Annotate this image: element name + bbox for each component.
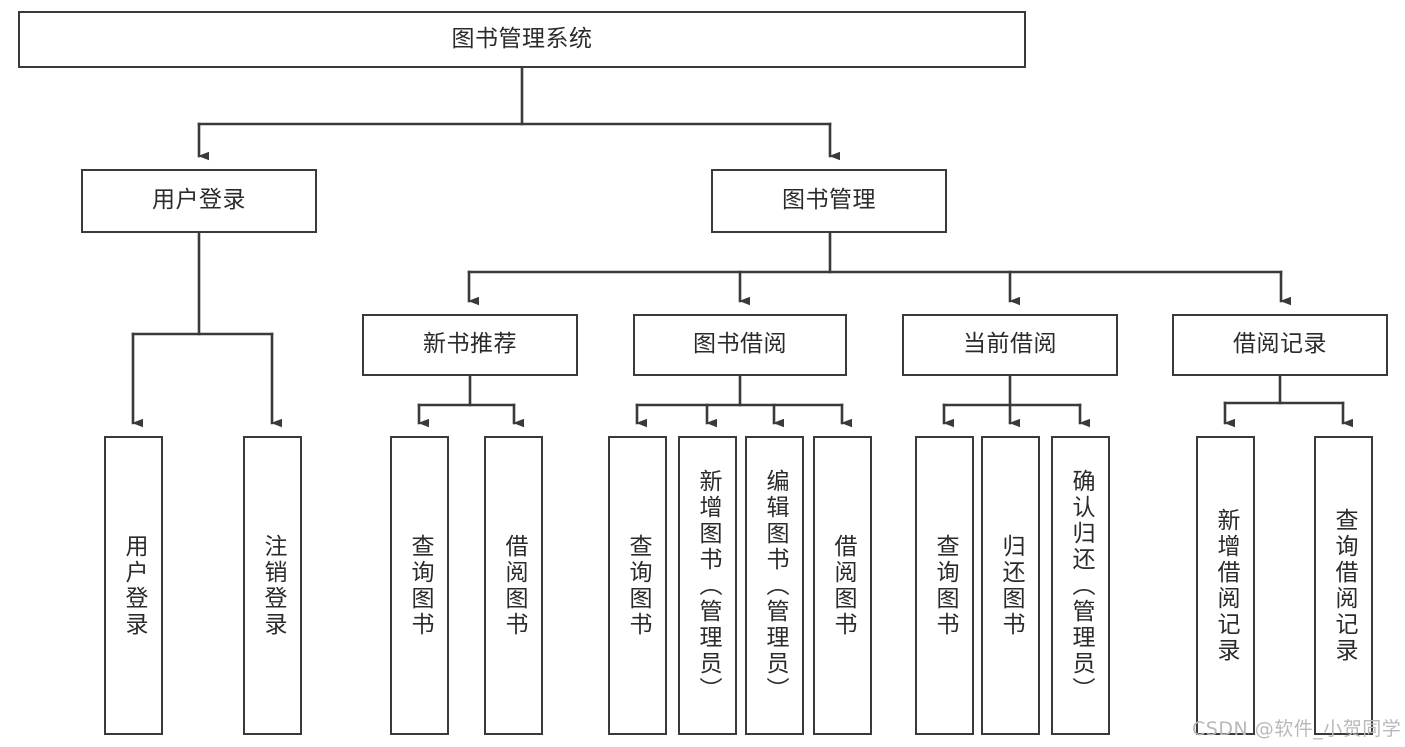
node-leaf-borrow-books[interactable]: 借阅图书 (813, 436, 872, 735)
node-leaf-return-books[interactable]: 归还图书 (981, 436, 1040, 735)
node-leaf-query-borrow-record[interactable]: 查询借阅记录 (1314, 436, 1373, 735)
node-label: 用户登录 (152, 187, 246, 214)
node-label: 借阅图书 (501, 533, 527, 638)
node-leaf-query-books-borrow[interactable]: 查询图书 (608, 436, 667, 735)
node-leaf-add-borrow-record[interactable]: 新增借阅记录 (1196, 436, 1255, 735)
node-label: 查询图书 (625, 533, 651, 638)
node-new-book-recommend[interactable]: 新书推荐 (362, 314, 578, 376)
node-label: 当前借阅 (963, 331, 1057, 358)
node-label: 注销登录 (260, 533, 286, 638)
node-current-borrow[interactable]: 当前借阅 (902, 314, 1118, 376)
node-label: 编辑图书（管理员） (762, 468, 788, 703)
node-book-borrow[interactable]: 图书借阅 (633, 314, 847, 376)
node-label: 借阅图书 (830, 533, 856, 638)
node-label: 图书管理系统 (451, 25, 593, 52)
node-label: 查询图书 (932, 533, 958, 638)
node-system-root[interactable]: 图书管理系统 (18, 11, 1026, 68)
node-leaf-borrow-books-new[interactable]: 借阅图书 (484, 436, 543, 735)
node-label: 新增借阅记录 (1213, 507, 1239, 664)
node-label: 确认归还（管理员） (1068, 468, 1094, 703)
node-label: 归还图书 (998, 533, 1024, 638)
node-leaf-user-login[interactable]: 用户登录 (104, 436, 163, 735)
node-label: 新增图书（管理员） (695, 468, 721, 703)
csdn-watermark: CSDN @软件_小贺同学 (1192, 718, 1402, 740)
node-label: 查询借阅记录 (1331, 507, 1357, 664)
node-label: 图书管理 (782, 187, 876, 214)
node-leaf-add-book-admin[interactable]: 新增图书（管理员） (678, 436, 737, 735)
node-label: 借阅记录 (1233, 331, 1327, 358)
node-leaf-query-books-current[interactable]: 查询图书 (915, 436, 974, 735)
node-book-management[interactable]: 图书管理 (711, 169, 947, 233)
node-leaf-edit-book-admin[interactable]: 编辑图书（管理员） (745, 436, 804, 735)
node-leaf-query-books-new[interactable]: 查询图书 (390, 436, 449, 735)
node-leaf-confirm-return-admin[interactable]: 确认归还（管理员） (1051, 436, 1110, 735)
node-user-login[interactable]: 用户登录 (81, 169, 317, 233)
node-borrow-records[interactable]: 借阅记录 (1172, 314, 1388, 376)
node-label: 用户登录 (121, 533, 147, 638)
node-label: 新书推荐 (423, 331, 517, 358)
node-leaf-logout[interactable]: 注销登录 (243, 436, 302, 735)
node-label: 图书借阅 (693, 331, 787, 358)
node-label: 查询图书 (407, 533, 433, 638)
